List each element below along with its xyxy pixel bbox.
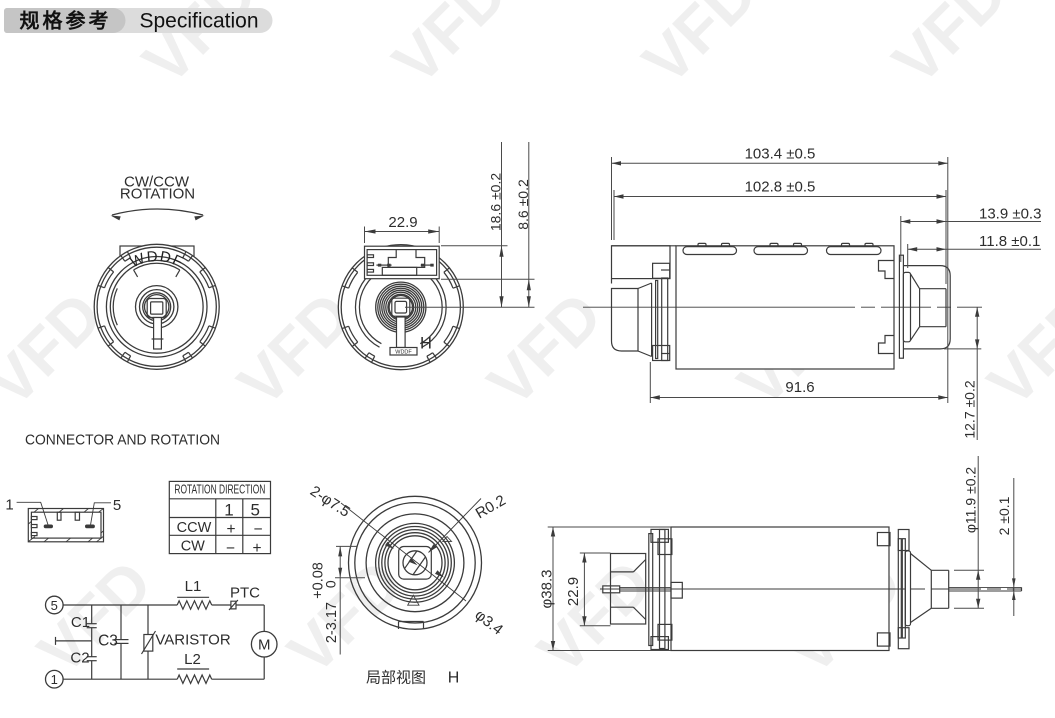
svg-text:C2: C2 xyxy=(70,650,89,667)
svg-text:H: H xyxy=(448,670,460,687)
svg-text:8.6 ±0.2: 8.6 ±0.2 xyxy=(515,179,531,230)
svg-text:5: 5 xyxy=(113,497,121,514)
svg-text:CW: CW xyxy=(181,539,205,555)
svg-text:局部视图: 局部视图 xyxy=(366,670,426,687)
svg-text:CONNECTOR AND ROTATION: CONNECTOR AND ROTATION xyxy=(25,432,220,449)
svg-text:规格参考: 规格参考 xyxy=(20,9,112,33)
svg-text:91.6: 91.6 xyxy=(785,379,814,396)
svg-text:13.9 ±0.3: 13.9 ±0.3 xyxy=(979,205,1041,222)
svg-text:L2: L2 xyxy=(184,651,201,668)
svg-text:PTC: PTC xyxy=(230,584,260,601)
svg-text:22.9: 22.9 xyxy=(565,577,582,606)
svg-text:ROTATION: ROTATION xyxy=(120,185,195,202)
svg-text:2 ±0.1: 2 ±0.1 xyxy=(996,496,1012,535)
svg-text:VARISTOR: VARISTOR xyxy=(155,632,230,649)
svg-text:−: − xyxy=(253,521,262,538)
svg-text:C1: C1 xyxy=(71,614,90,631)
svg-text:22.9: 22.9 xyxy=(388,214,417,231)
svg-text:1: 1 xyxy=(224,501,233,520)
svg-text:103.4 ±0.5: 103.4 ±0.5 xyxy=(745,146,816,163)
svg-text:C3: C3 xyxy=(98,633,118,650)
svg-text:H: H xyxy=(420,335,432,353)
svg-text:CCW: CCW xyxy=(177,520,212,536)
svg-text:φ11.9 ±0.2: φ11.9 ±0.2 xyxy=(963,467,979,534)
svg-text:11.8 ±0.1: 11.8 ±0.1 xyxy=(979,233,1040,250)
svg-text:5: 5 xyxy=(51,598,58,613)
svg-text:+0.08: +0.08 xyxy=(311,562,327,599)
svg-text:5: 5 xyxy=(250,501,259,520)
svg-text:0: 0 xyxy=(323,580,339,588)
svg-text:+: + xyxy=(252,540,261,557)
svg-text:WDDF: WDDF xyxy=(128,248,186,271)
svg-text:12.7 ±0.2: 12.7 ±0.2 xyxy=(962,380,978,438)
svg-text:1: 1 xyxy=(5,497,13,514)
svg-text:φ38.3: φ38.3 xyxy=(539,570,556,609)
svg-text:+: + xyxy=(226,521,235,538)
svg-text:L1: L1 xyxy=(185,578,202,595)
svg-text:CW/CCW: CW/CCW xyxy=(124,174,190,191)
svg-text:Specification: Specification xyxy=(139,10,258,33)
svg-text:102.8 ±0.5: 102.8 ±0.5 xyxy=(745,179,816,196)
svg-text:M: M xyxy=(258,637,271,654)
svg-text:WDDF: WDDF xyxy=(395,350,412,356)
svg-text:18.6 ±0.2: 18.6 ±0.2 xyxy=(488,173,504,231)
svg-text:1: 1 xyxy=(51,672,58,687)
svg-text:−: − xyxy=(226,540,235,557)
svg-text:2-3.17: 2-3.17 xyxy=(324,602,340,643)
svg-text:ROTATION DIRECTION: ROTATION DIRECTION xyxy=(174,482,265,497)
